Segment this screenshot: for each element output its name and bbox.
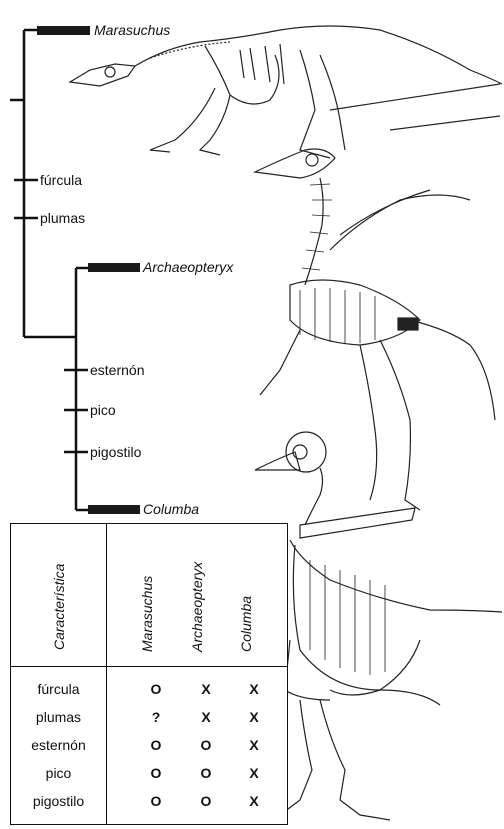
table-column-archaeopteryx: Archaeopteryx xyxy=(189,562,205,652)
table-cell: X xyxy=(191,709,221,725)
table-cell: X xyxy=(191,681,221,697)
table-row-label: plumas xyxy=(11,709,106,725)
taxon-bar-columba xyxy=(88,505,140,514)
table-cell: ? xyxy=(141,709,171,725)
table-row-label: fúrcula xyxy=(11,681,106,697)
table-header-caracteristica: Característica xyxy=(51,564,67,650)
table-cell: O xyxy=(191,765,221,781)
table-row-label: esternón xyxy=(11,737,106,753)
table-cell: O xyxy=(191,737,221,753)
table-cell: X xyxy=(239,737,269,753)
table-divider-horizontal xyxy=(11,666,287,667)
table-divider-vertical xyxy=(106,524,107,824)
taxon-label-columba: Columba xyxy=(143,501,199,517)
taxon-label-archaeopteryx: Archaeopteryx xyxy=(143,259,233,275)
table-row-label: pigostilo xyxy=(11,793,106,809)
character-label-plumas: plumas xyxy=(40,210,85,226)
table-cell: O xyxy=(141,793,171,809)
table-cell: X xyxy=(239,681,269,697)
character-table: Característica Marasuchus Archaeopteryx … xyxy=(10,523,288,825)
table-cell: X xyxy=(239,765,269,781)
character-label-furcula: fúrcula xyxy=(40,172,82,188)
table-column-marasuchus: Marasuchus xyxy=(139,576,155,652)
table-column-columba: Columba xyxy=(238,596,254,652)
character-label-pigostilo: pigostilo xyxy=(90,444,141,460)
table-cell: O xyxy=(191,793,221,809)
table-cell: O xyxy=(141,737,171,753)
character-label-pico: pico xyxy=(90,402,116,418)
taxon-bar-archaeopteryx xyxy=(88,263,140,272)
table-row-label: pico xyxy=(11,765,106,781)
taxon-label-marasuchus: Marasuchus xyxy=(94,22,170,38)
table-cell: O xyxy=(141,681,171,697)
table-cell: X xyxy=(239,709,269,725)
character-label-esternon: esternón xyxy=(90,362,144,378)
table-cell: O xyxy=(141,765,171,781)
table-cell: X xyxy=(239,793,269,809)
taxon-bar-marasuchus xyxy=(37,26,90,35)
